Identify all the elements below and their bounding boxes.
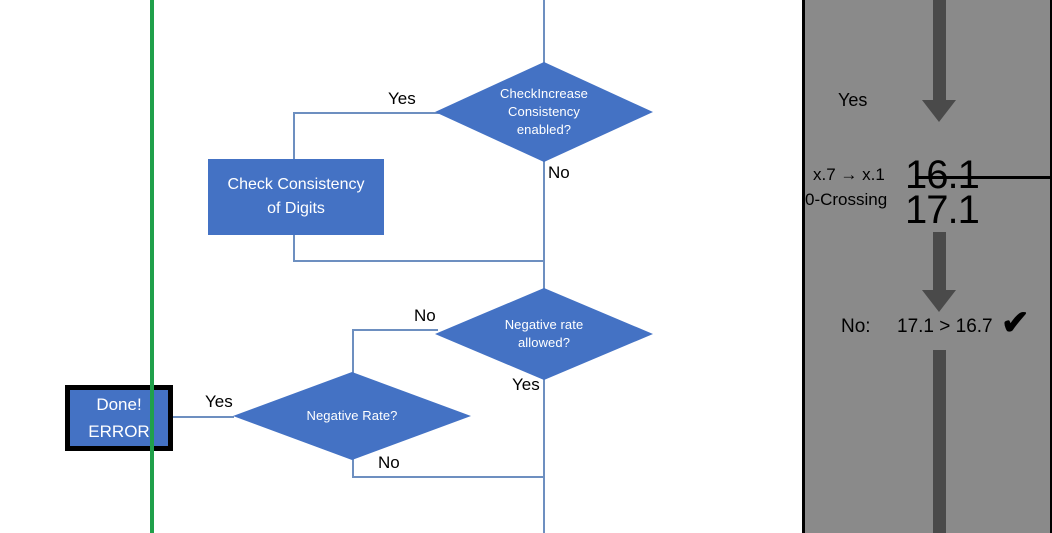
edge-label-allowed-yes: Yes: [512, 375, 540, 394]
decision-negative-rate-label: Negative Rate?: [306, 408, 398, 423]
connector-digits-merge-h: [293, 260, 545, 262]
connector-digits-out-v: [293, 234, 295, 262]
terminator-done-error-label: Done! ERROR: [88, 395, 150, 441]
connector-negrate-no-h: [352, 476, 545, 478]
edge-label-checkincrease-yes: Yes: [388, 89, 416, 108]
panel-arrow-2-shaft: [933, 232, 946, 292]
panel-arrow-3-shaft: [933, 350, 946, 533]
edge-label-allowed-no: No: [414, 306, 436, 325]
decision-negative-rate-allowed[interactable]: Negative rate allowed?: [435, 288, 653, 380]
connector-allowed-yes-v: [543, 358, 545, 478]
decision-negative-rate[interactable]: Negative Rate?: [233, 372, 471, 460]
connector-allowed-no-v: [352, 329, 354, 375]
edge-label-negrate-no: No: [378, 453, 400, 472]
panel-value-result: 17.1: [905, 188, 980, 232]
panel-value-struck: 16.1: [905, 155, 1050, 195]
process-check-consistency-of-digits[interactable]: Check Consistency of Digits: [208, 159, 384, 235]
green-divider-line: [150, 0, 154, 533]
connector-spine-bottom: [543, 476, 545, 533]
connector-spine-top: [543, 0, 545, 82]
panel-check-mark-icon: ✔: [1001, 304, 1030, 342]
panel-comparison-prefix: No:: [841, 316, 871, 337]
panel-comparison-text: 17.1 > 16.7: [897, 316, 993, 337]
flowchart-region: CheckIncrease Consistency enabled? Check…: [65, 0, 653, 533]
detail-panel: Yes x.7 → x.1 0-Crossing 16.1 17.1 No: 1…: [802, 0, 1052, 533]
connector-negrate-yes-h: [172, 416, 234, 418]
connector-spine-mid: [543, 260, 545, 290]
connector-allowed-no-h: [352, 329, 438, 331]
panel-arrow-2-head: [922, 290, 956, 312]
decision-negative-rate-allowed-label: Negative rate allowed?: [504, 317, 584, 350]
connector-checkincrease-yes-v: [293, 112, 295, 160]
connector-checkincrease-yes-h: [293, 112, 439, 114]
panel-arrow-1-shaft: [933, 0, 946, 102]
decision-check-increase-consistency[interactable]: CheckIncrease Consistency enabled?: [435, 62, 653, 162]
terminator-done-error[interactable]: Done! ERROR: [65, 385, 173, 451]
decision-check-increase-consistency-label: CheckIncrease Consistency enabled?: [499, 86, 588, 137]
edge-label-negrate-yes: Yes: [205, 392, 233, 411]
panel-rule-line-1: x.7 → x.1: [813, 165, 885, 184]
process-check-consistency-of-digits-label: Check Consistency of Digits: [227, 176, 365, 217]
panel-arrow-1-head: [922, 100, 956, 122]
connector-negrate-no-v: [352, 455, 354, 477]
panel-yes-label: Yes: [838, 90, 868, 110]
edge-label-checkincrease-no: No: [548, 163, 570, 182]
connector-checkincrease-no: [543, 150, 545, 262]
panel-rule-line-2: 0-Crossing: [805, 190, 888, 209]
